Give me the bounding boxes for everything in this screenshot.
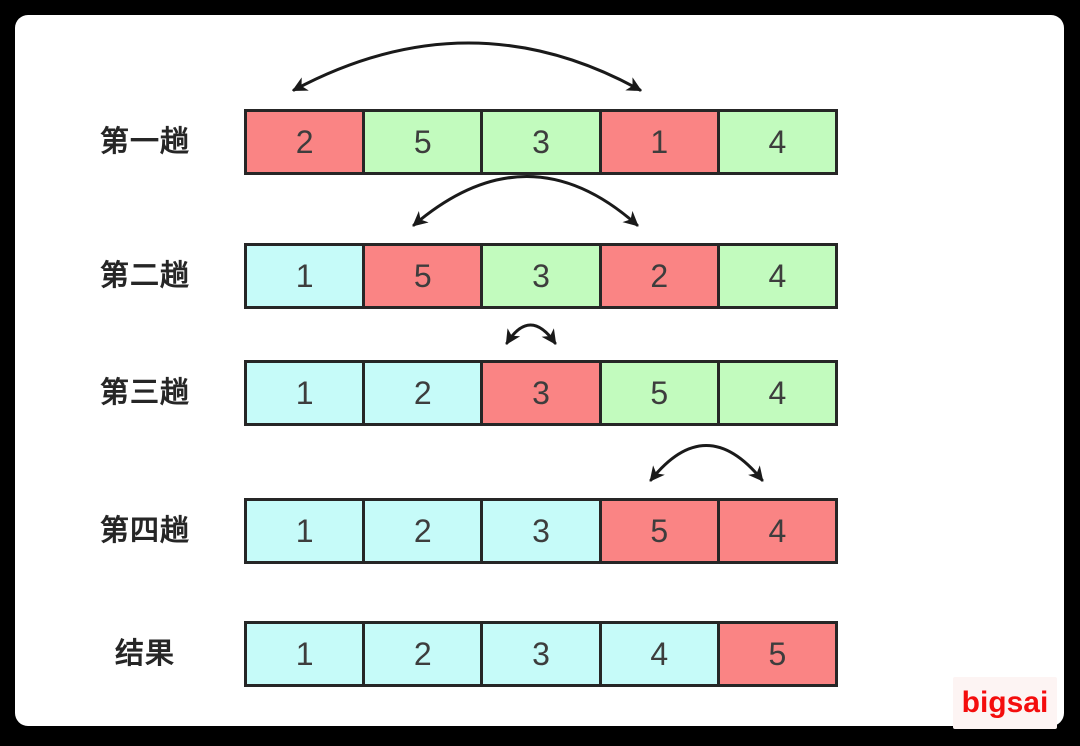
bigsai-logo: bigsai [953, 677, 1057, 729]
array-row-pass-1: 2 5 3 1 4 [244, 109, 839, 175]
array-cell: 4 [716, 360, 839, 426]
cell-value: 5 [413, 257, 432, 294]
array-cell: 3 [480, 109, 602, 175]
cell-value: 1 [295, 257, 314, 294]
array-cell: 5 [362, 243, 484, 309]
array-cell: 2 [362, 621, 484, 687]
cell-value: 5 [413, 123, 432, 160]
cell-value: 1 [295, 635, 314, 672]
array-cell: 1 [244, 498, 366, 564]
array-cell: 5 [362, 109, 484, 175]
pass-3-label: 第三趟 [99, 377, 190, 409]
array-cell: 2 [598, 243, 720, 309]
cell-value: 2 [413, 635, 432, 672]
cell-value: 4 [650, 635, 669, 672]
result-row: 结果 1 2 3 4 5 [15, 621, 1080, 687]
pass-row-1: 第一趟 2 5 3 1 4 [15, 109, 1080, 175]
cell-value: 2 [413, 512, 432, 549]
array-cell: 4 [716, 243, 839, 309]
pass-1-label: 第一趟 [99, 126, 190, 158]
array-cell: 4 [716, 498, 839, 564]
array-cell: 5 [598, 498, 720, 564]
array-cell: 4 [716, 109, 839, 175]
cell-value: 3 [532, 374, 550, 411]
array-cell: 2 [244, 109, 366, 175]
array-cell: 3 [480, 360, 602, 426]
cell-value: 2 [650, 257, 669, 294]
cell-value: 4 [768, 512, 787, 549]
pass-row-4: 第四趟 1 2 3 5 4 [15, 498, 1080, 564]
array-row-pass-3: 1 2 3 5 4 [244, 360, 839, 426]
cell-value: 4 [768, 123, 787, 160]
cell-value: 4 [768, 257, 787, 294]
array-cell: 3 [480, 621, 602, 687]
array-cell: 5 [598, 360, 720, 426]
array-row-pass-4: 1 2 3 5 4 [244, 498, 839, 564]
result-label: 结果 [114, 638, 175, 670]
cell-value: 3 [532, 512, 550, 549]
cell-value: 5 [650, 374, 669, 411]
array-cell: 2 [362, 498, 484, 564]
cell-value: 5 [650, 512, 669, 549]
array-cell: 1 [244, 243, 366, 309]
diagram-panel: 第一趟 2 5 3 1 4 第二趟 1 5 3 2 4 第三趟 1 [15, 15, 1064, 729]
cell-value: 3 [532, 257, 550, 294]
array-cell: 2 [362, 360, 484, 426]
cell-value: 5 [768, 635, 787, 672]
pass-row-2: 第二趟 1 5 3 2 4 [15, 243, 1080, 309]
cell-value: 1 [295, 374, 314, 411]
cell-value: 3 [532, 123, 550, 160]
array-cell: 1 [598, 109, 720, 175]
array-cell: 5 [716, 621, 839, 687]
array-cell: 3 [480, 243, 602, 309]
cell-value: 1 [650, 123, 669, 160]
array-cell: 1 [244, 621, 366, 687]
array-cell: 3 [480, 498, 602, 564]
array-cell: 1 [244, 360, 366, 426]
cell-value: 2 [413, 374, 432, 411]
array-row-pass-2: 1 5 3 2 4 [244, 243, 839, 309]
pass-row-3: 第三趟 1 2 3 5 4 [15, 360, 1080, 426]
cell-value: 4 [768, 374, 787, 411]
array-row-result: 1 2 3 4 5 [244, 621, 839, 687]
pass-4-label: 第四趟 [99, 515, 190, 547]
cell-value: 3 [532, 635, 550, 672]
array-cell: 4 [598, 621, 720, 687]
cell-value: 1 [295, 512, 314, 549]
pass-2-label: 第二趟 [99, 260, 190, 292]
cell-value: 2 [295, 123, 314, 160]
